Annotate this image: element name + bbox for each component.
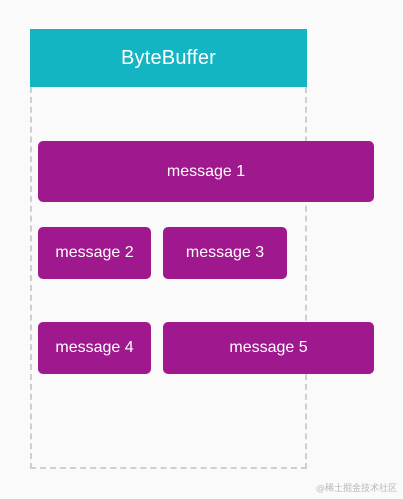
message-label-4: message 4 xyxy=(55,339,134,356)
bytebuffer-body xyxy=(30,87,307,469)
message-block-2: message 2 xyxy=(38,227,151,279)
message-label-1: message 1 xyxy=(166,162,246,180)
message-label-2: message 2 xyxy=(55,244,134,261)
watermark-text: @稀土掘金技术社区 xyxy=(315,484,397,494)
message-block-1: message 1 xyxy=(38,141,374,202)
bytebuffer-container: ByteBuffer xyxy=(30,29,307,469)
message-label-3: message 3 xyxy=(185,244,265,261)
bytebuffer-header: ByteBuffer xyxy=(30,29,307,87)
bytebuffer-title: ByteBuffer xyxy=(120,46,217,69)
message-block-5: message 5 xyxy=(163,322,374,374)
message-label-5: message 5 xyxy=(229,339,308,356)
message-block-3: message 3 xyxy=(163,227,287,279)
message-block-4: message 4 xyxy=(38,322,151,374)
